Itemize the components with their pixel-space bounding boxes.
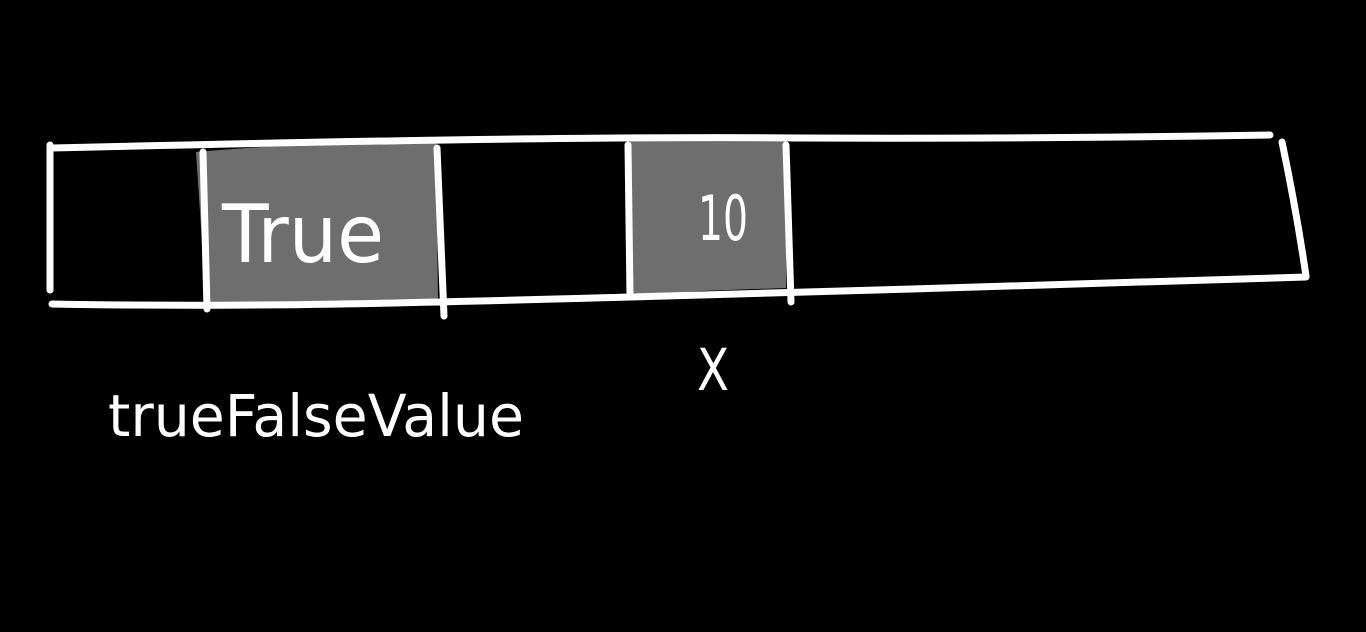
cell-divider [199,148,211,313]
cell-divider [624,141,634,300]
cell-divider [433,144,448,320]
true-cell-value: True [221,188,384,281]
memory-strip-top [48,131,1274,152]
true-cell-fill [196,143,438,303]
variable-label-truefalsevalue: trueFalseValue [108,382,524,450]
memory-strip-right [1278,138,1310,280]
ten-cell-value: 10 [698,182,748,255]
ten-cell-fill [630,134,786,296]
cell-divider [782,141,795,306]
variable-label-x: X [697,336,729,404]
